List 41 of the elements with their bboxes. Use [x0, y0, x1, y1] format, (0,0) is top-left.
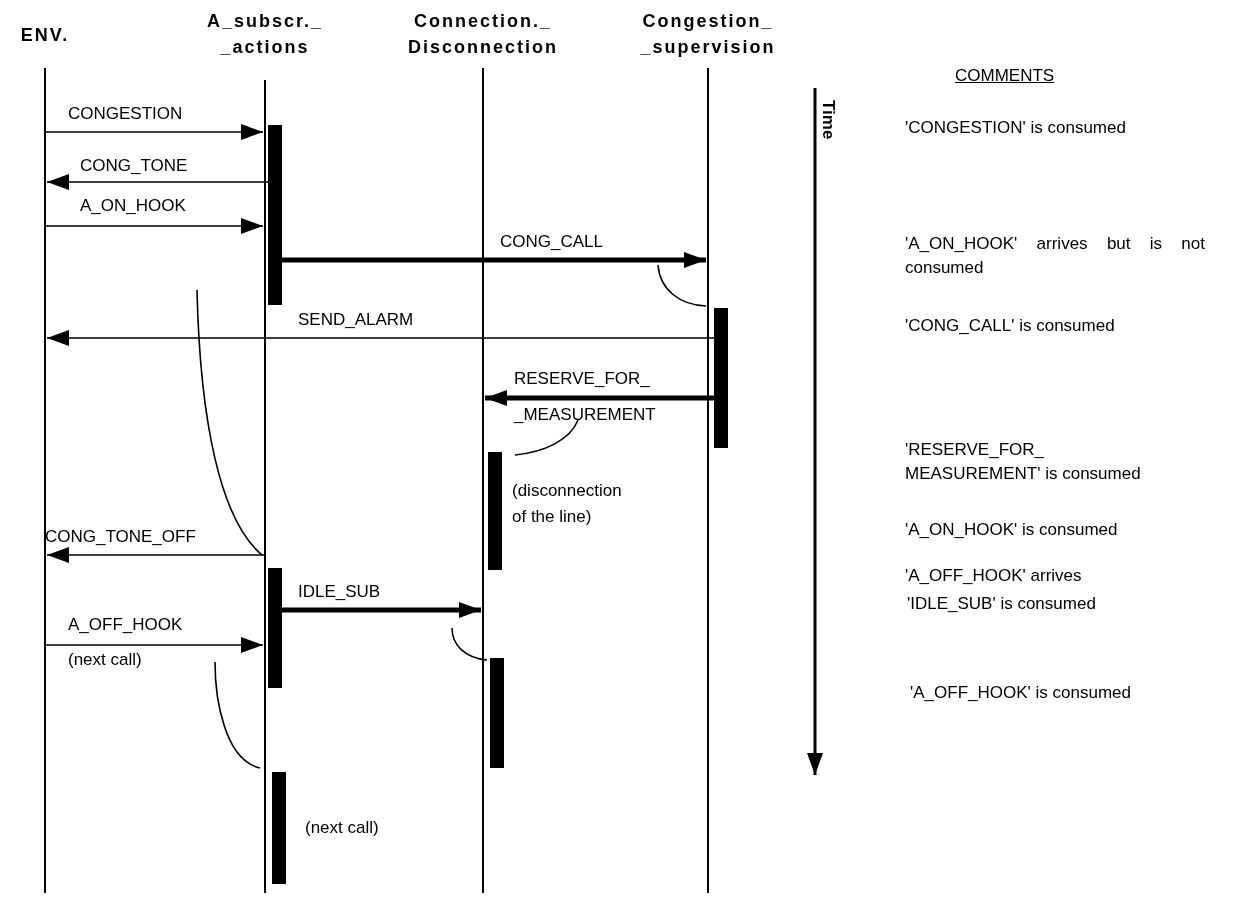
message-label: CONG_TONE_OFF [45, 527, 196, 547]
activation-bar [272, 772, 286, 884]
message-label: IDLE_SUB [298, 582, 381, 602]
message-arrow [44, 637, 264, 653]
comment-text: 'RESERVE_FOR_ MEASUREMENT' is consumed [905, 439, 1142, 485]
comment-text: 'A_ON_HOOK' arrives but is not consumed [905, 233, 1205, 279]
comment-text: 'A_OFF_HOOK' is consumed [910, 683, 1131, 703]
message-arrow [485, 390, 714, 406]
message-arrow [46, 330, 715, 346]
comment-text: 'CONGESTION' is consumed [905, 118, 1126, 138]
heading: COMMENTS [955, 66, 1055, 86]
note-text: (next call) [68, 650, 142, 670]
message-label: CONGESTION [68, 104, 183, 124]
comment-text: 'IDLE_SUB' is consumed [907, 594, 1096, 614]
message-label: SEND_ALARM [298, 310, 414, 330]
note-text: (next call) [305, 818, 379, 838]
activation-bar [268, 125, 282, 305]
message-label: CONG_TONE [80, 156, 188, 176]
message-arrow [44, 124, 264, 140]
comment-text: 'A_ON_HOOK' is consumed [905, 520, 1118, 540]
lifeline-header: A_subscr._ _actions [205, 10, 325, 59]
comment-text: 'CONG_CALL' is consumed [905, 316, 1115, 336]
note-text: (disconnection of the line) [512, 480, 623, 528]
message-arrow [46, 174, 269, 190]
activation-bar [268, 568, 282, 688]
lifeline-header: Connection._ Disconnection [408, 10, 558, 59]
message-label: A_OFF_HOOK [68, 615, 183, 635]
lifeline-header: Congestion_ _supervision [639, 10, 777, 59]
message-arrow [282, 252, 706, 268]
comment-text: 'A_OFF_HOOK' arrives [905, 566, 1082, 586]
message-label: A_ON_HOOK [80, 196, 186, 216]
message-label: RESERVE_FOR_ _MEASUREMENT [514, 368, 657, 426]
message-arrow [282, 602, 481, 618]
activation-bar [490, 658, 504, 768]
message-arrow [46, 547, 266, 563]
activation-bar [714, 308, 728, 448]
activation-bar [488, 452, 502, 570]
message-arrow [44, 218, 264, 234]
lifeline-header: ENV. [19, 24, 71, 47]
axis-label: Time [818, 100, 838, 140]
message-label: CONG_CALL [500, 232, 603, 252]
